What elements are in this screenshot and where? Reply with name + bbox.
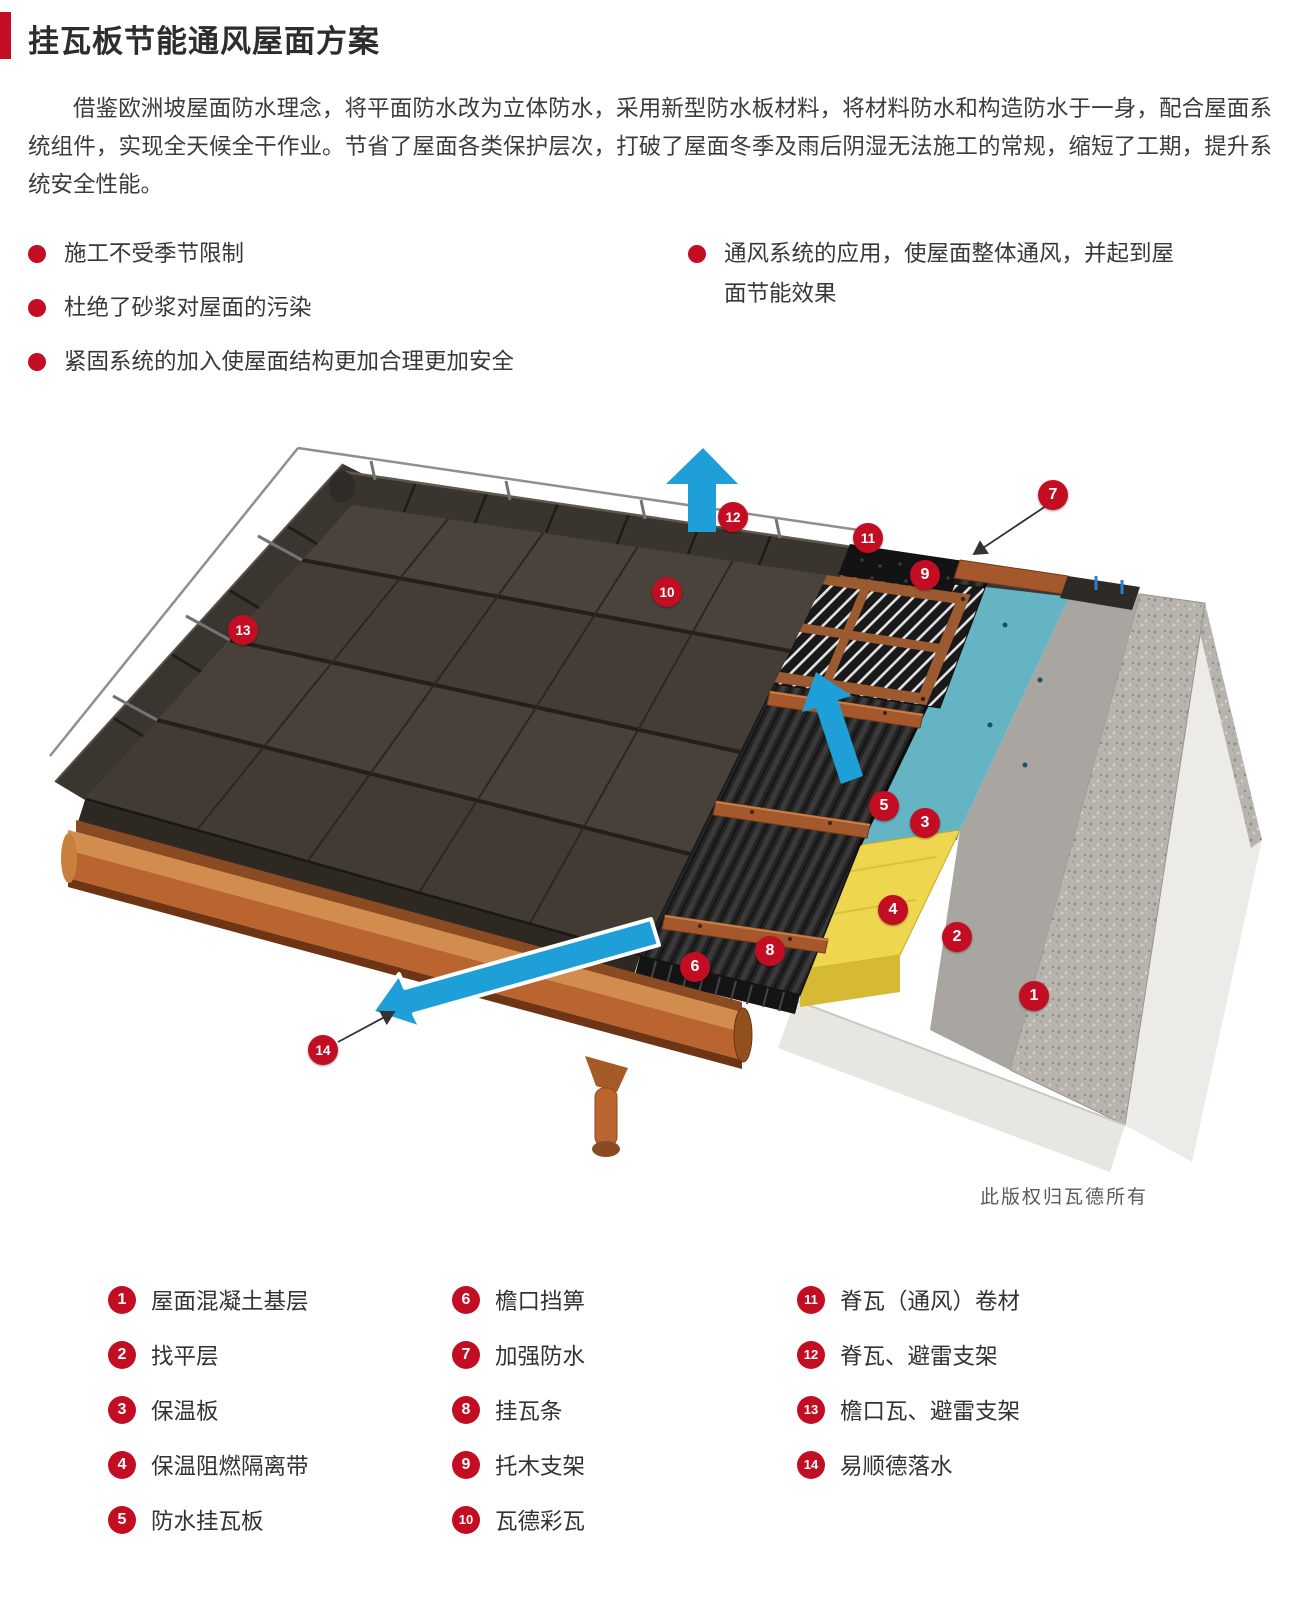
legend-column-1: 1 屋面混凝土基层 2 找平层 3 保温板 4 保温阻燃隔离带 5 防水挂瓦板	[108, 1272, 309, 1547]
legend-item: 8 挂瓦条	[452, 1382, 585, 1437]
intro-paragraph: 借鉴欧洲坡屋面防水理念，将平面防水改为立体防水，采用新型防水板材料，将材料防水和…	[28, 96, 1272, 197]
legend-item: 4 保温阻燃隔离带	[108, 1437, 309, 1492]
legend-item: 7 加强防水	[452, 1327, 585, 1382]
legend-label: 瓦德彩瓦	[495, 1508, 586, 1534]
legend-item: 14 易顺德落水	[797, 1437, 1020, 1492]
downspout	[585, 1056, 628, 1157]
title-accent-bar	[0, 12, 11, 59]
airflow-arrow-slope	[802, 672, 863, 784]
legend-badge: 14	[797, 1450, 825, 1479]
legend-item: 12 脊瓦、避雷支架	[797, 1327, 1020, 1382]
feature-list-left: 施工不受季节限制杜绝了砂浆对屋面的污染紧固系统的加入使屋面结构更加合理更加安全	[28, 234, 668, 396]
legend-label: 易顺德落水	[840, 1453, 953, 1479]
legend-badge: 12	[797, 1340, 825, 1369]
legend-label: 找平层	[151, 1343, 219, 1369]
airflow-arrow-ridge	[666, 448, 738, 532]
diagram-callout-5: 5	[869, 791, 899, 821]
feature-list-right: 通风系统的应用，使屋面整体通风，并起到屋面节能效果	[688, 234, 1178, 328]
legend-label: 防水挂瓦板	[151, 1508, 264, 1534]
legend-badge: 11	[797, 1285, 825, 1314]
ridge-caps	[329, 470, 853, 577]
diagram-callout-14: 14	[308, 1035, 338, 1065]
legend-badge: 9	[452, 1450, 480, 1479]
airflow-arrow-eaves	[370, 917, 661, 1030]
legend-item: 3 保温板	[108, 1382, 309, 1437]
diagram-callout-1: 1	[1019, 981, 1049, 1011]
legend-label: 屋面混凝土基层	[151, 1288, 309, 1314]
diagram-callout-12: 12	[718, 502, 748, 532]
feature-label: 杜绝了砂浆对屋面的污染	[64, 295, 312, 320]
legend-item: 11 脊瓦（通风）卷材	[797, 1272, 1020, 1327]
legend-badge: 5	[108, 1505, 136, 1534]
legend-badge: 3	[108, 1395, 136, 1424]
roof-illustration	[49, 446, 1262, 1172]
copyright-note: 此版权归瓦德所有	[979, 1187, 1148, 1208]
feature-label: 施工不受季节限制	[64, 241, 245, 266]
legend-label: 檐口瓦、避雷支架	[840, 1398, 1021, 1424]
bullet-icon	[28, 299, 46, 317]
eaves-fascia	[778, 999, 1126, 1172]
legend-label: 保温阻燃隔离带	[151, 1453, 309, 1479]
callout-pointers	[337, 505, 1047, 1043]
bullet-icon	[28, 245, 46, 263]
diagram-callout-7: 7	[1038, 480, 1068, 510]
diagram-callout-8: 8	[755, 936, 785, 966]
feature-item: 紧固系统的加入使屋面结构更加合理更加安全	[28, 342, 668, 382]
legend-label: 脊瓦、避雷支架	[840, 1343, 998, 1369]
airflow-arrows	[370, 448, 863, 1030]
legend-item: 9 托木支架	[452, 1437, 585, 1492]
gable-wall	[1125, 603, 1262, 1162]
eaves-shadow	[78, 800, 640, 978]
gutter	[61, 820, 753, 1069]
legend-label: 檐口挡箅	[495, 1288, 586, 1314]
legend-badge: 10	[452, 1505, 480, 1534]
feature-item: 通风系统的应用，使屋面整体通风，并起到屋面节能效果	[688, 234, 1178, 314]
legend-badge: 8	[452, 1395, 480, 1424]
diagram-callout-11: 11	[853, 523, 883, 553]
legend-label: 保温板	[151, 1398, 219, 1424]
diagram-callout-10: 10	[652, 577, 682, 607]
legend-item: 6 檐口挡箅	[452, 1272, 585, 1327]
diagram-callout-4: 4	[878, 895, 908, 925]
legend-column-2: 6 檐口挡箅 7 加强防水 8 挂瓦条 9 托木支架 10 瓦德彩瓦	[452, 1272, 585, 1547]
legend-label: 脊瓦（通风）卷材	[840, 1288, 1021, 1314]
legend-item: 2 找平层	[108, 1327, 309, 1382]
legend-badge: 7	[452, 1340, 480, 1369]
bullet-icon	[688, 245, 706, 263]
legend-badge: 4	[108, 1450, 136, 1479]
tile-battens	[661, 690, 924, 954]
diagram-callout-3: 3	[910, 808, 940, 838]
diagram-callout-2: 2	[942, 922, 972, 952]
legend-item: 10 瓦德彩瓦	[452, 1492, 585, 1547]
legend-label: 挂瓦条	[495, 1398, 563, 1424]
feature-item: 施工不受季节限制	[28, 234, 668, 274]
feature-item: 杜绝了砂浆对屋面的污染	[28, 288, 668, 328]
feature-label: 紧固系统的加入使屋面结构更加合理更加安全	[64, 349, 515, 374]
legend-label: 加强防水	[495, 1343, 586, 1369]
diagram-callout-9: 9	[910, 560, 940, 590]
legend-label: 托木支架	[495, 1453, 586, 1479]
legend-column-3: 11 脊瓦（通风）卷材 12 脊瓦、避雷支架 13 檐口瓦、避雷支架 14 易顺德落水	[797, 1272, 1020, 1492]
legend-item: 1 屋面混凝土基层	[108, 1272, 309, 1327]
lightning-rod-wire	[49, 446, 873, 757]
legend-badge: 2	[108, 1340, 136, 1369]
legend-badge: 1	[108, 1285, 136, 1314]
legend-item: 13 檐口瓦、避雷支架	[797, 1382, 1020, 1437]
legend-item: 5 防水挂瓦板	[108, 1492, 309, 1547]
eaves-grate	[635, 956, 800, 1014]
diagram-callout-6: 6	[680, 952, 710, 982]
page-title: 挂瓦板节能通风屋面方案	[28, 24, 380, 59]
bullet-icon	[28, 353, 46, 371]
ridge-right-trim	[1060, 576, 1140, 610]
diagram-callout-13: 13	[228, 615, 258, 645]
feature-label: 通风系统的应用，使屋面整体通风，并起到屋面节能效果	[724, 241, 1175, 306]
legend-badge: 13	[797, 1395, 825, 1424]
roof-tiles	[84, 480, 840, 959]
legend-badge: 6	[452, 1285, 480, 1314]
